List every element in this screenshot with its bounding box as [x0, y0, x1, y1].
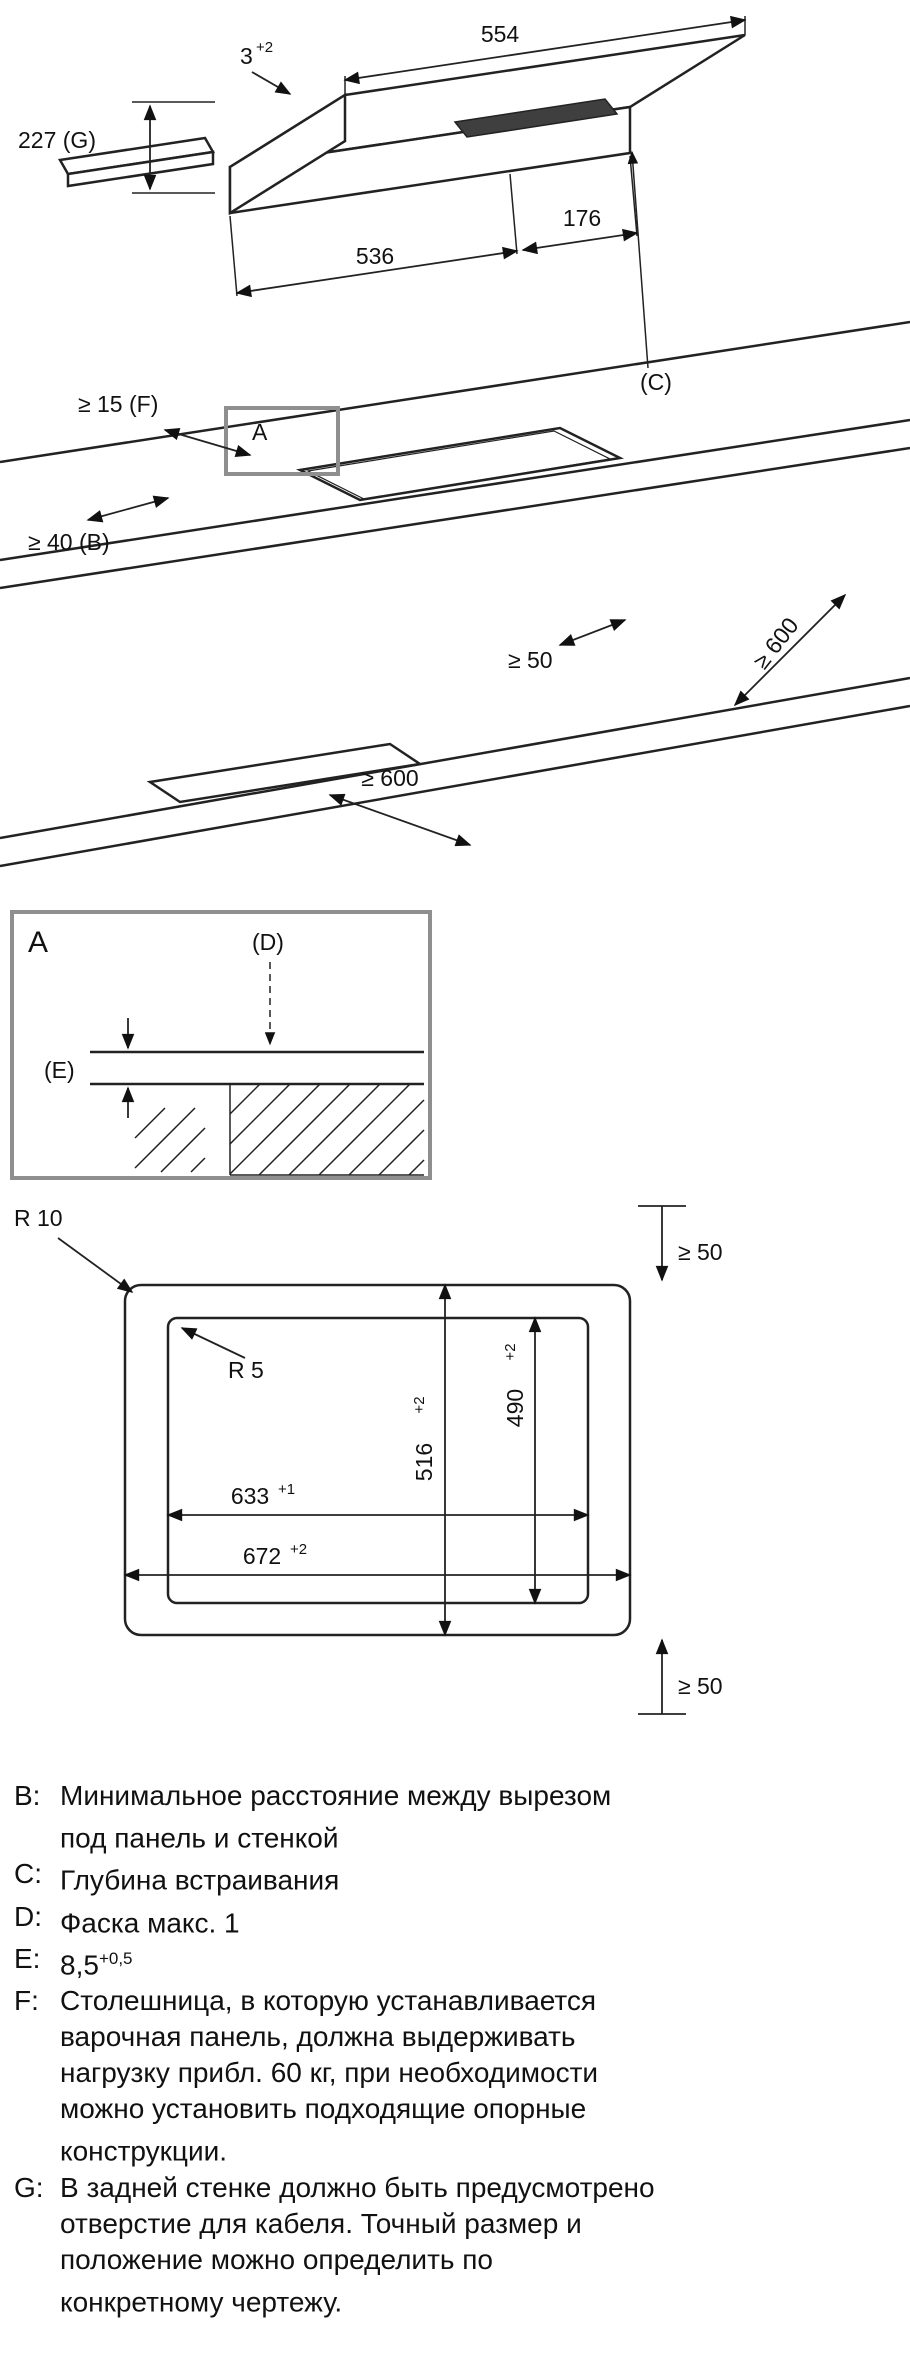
appliance-left-face — [228, 92, 347, 216]
legend: B: Минимальное расстояние между вырезом … — [14, 1778, 894, 2320]
legend-text: Минимальное расстояние между вырезом под… — [60, 1780, 612, 1854]
label-c: (C) — [640, 369, 672, 395]
dim-height-g-label: 227 (G) — [18, 127, 96, 153]
cutout-dimension-view: R 10 R 5 ≥ 50 ≥ 50 516 +2 490 +2 633 +1 … — [14, 1205, 723, 1715]
hatch-pattern — [134, 1083, 425, 1176]
height-outer-tolerance: +2 — [411, 1396, 428, 1413]
legend-item-c: C: Глубина встраивания — [14, 1856, 894, 1898]
radius-outer-label: R 10 — [14, 1205, 63, 1231]
legend-text: Глубина встраивания — [60, 1864, 340, 1896]
legend-key: B: — [14, 1780, 41, 1811]
min-side-label: ≥ 50 — [508, 647, 553, 673]
worktop-cutout — [295, 426, 625, 502]
worktop-clearance-view: ≥ 15 (F) A ≥ 40 (B) ≥ 50 ≥ 600 — [0, 320, 910, 707]
legend-text: В задней стенке должно быть предусмотрен… — [60, 2171, 655, 2317]
height-inner-tolerance: +2 — [502, 1343, 519, 1360]
trim-front-face — [66, 150, 215, 188]
legend-item-b: B: Минимальное расстояние между вырезом … — [14, 1778, 894, 1856]
width-outer-tolerance: +2 — [290, 1541, 307, 1558]
dim-edge-tolerance: +2 — [256, 39, 273, 56]
min-front-clearance-label: ≥ 600 — [361, 765, 418, 791]
dim-edge-label: 3 — [240, 43, 253, 69]
legend-key: D: — [14, 1900, 42, 1932]
control-panel-strip — [453, 98, 619, 138]
radius-inner-label: R 5 — [228, 1357, 264, 1383]
min-front-f-label: ≥ 15 (F) — [78, 391, 158, 417]
legend-key: E: — [14, 1942, 41, 1974]
detail-a-view: A (D) (E) — [10, 910, 432, 1180]
width-inner-tolerance: +1 — [278, 1481, 295, 1498]
dim-front-side-label: 176 — [563, 205, 601, 231]
width-outer-label: 672 — [243, 1543, 281, 1569]
cutout-inner-rect — [166, 1316, 590, 1605]
label-d: (D) — [252, 929, 284, 955]
min-back-b-label: ≥ 40 (B) — [28, 529, 110, 555]
min-bottom-label: ≥ 50 — [678, 1673, 723, 1699]
worktop-front-clearance-view: ≥ 600 — [0, 676, 910, 868]
appliance-isometric-view: 554 3 +2 227 (G) 536 176 (C) — [18, 15, 747, 395]
detail-a-title: A — [28, 926, 48, 959]
legend-text: 8,5+0,5 — [60, 1948, 133, 1981]
legend-item-g: G: В задней стенке должно быть предусмот… — [14, 2170, 894, 2320]
legend-item-d: D: Фаска макс. 1 — [14, 1899, 894, 1941]
detail-ref-label: A — [252, 419, 268, 445]
legend-key: G: — [14, 2171, 44, 2203]
legend-key: F: — [14, 1985, 39, 2017]
detail-a-frame — [10, 910, 432, 1180]
height-inner-label: 490 — [502, 1389, 528, 1427]
height-outer-label: 516 — [411, 1443, 437, 1481]
dim-top-width-label: 554 — [481, 21, 520, 47]
legend-item-e: E: 8,5+0,5 — [14, 1941, 894, 1983]
legend-key: C: — [14, 1858, 42, 1890]
min-top-label: ≥ 50 — [678, 1239, 723, 1265]
label-e: (E) — [44, 1057, 75, 1083]
technical-drawing: 554 3 +2 227 (G) 536 176 (C) ≥ 15 (F) A … — [0, 15, 910, 1715]
width-inner-label: 633 — [231, 1483, 269, 1509]
legend-item-f: F: Столешница, в которую устанавливается… — [14, 1983, 894, 2169]
legend-text: Столешница, в которую устанавливается ва… — [60, 1985, 599, 2167]
legend-text: Фаска макс. 1 — [60, 1906, 240, 1938]
dim-front-main-label: 536 — [356, 243, 394, 269]
cutout-outer-rect — [123, 1283, 632, 1637]
installed-hob-outline — [146, 742, 424, 804]
